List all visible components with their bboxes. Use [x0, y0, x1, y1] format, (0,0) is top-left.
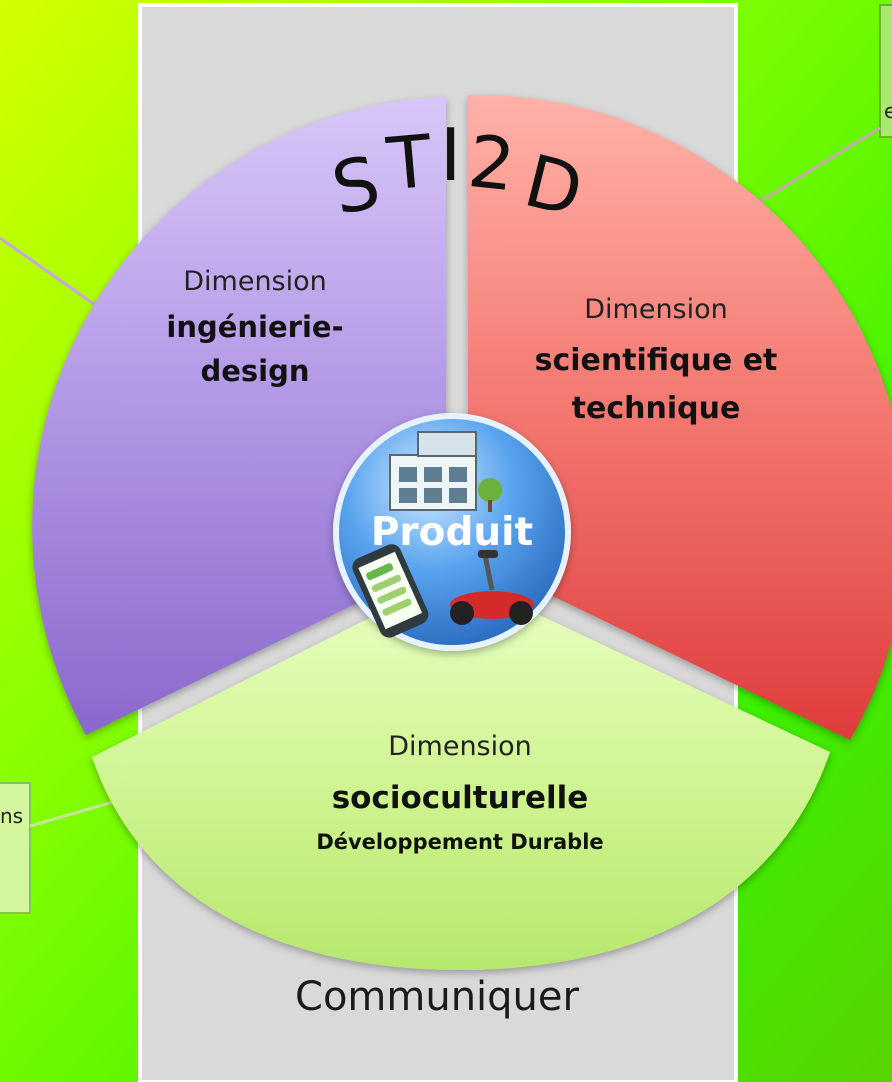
- sector-scientific: [468, 94, 892, 740]
- scientific-line2: scientifique et: [535, 343, 778, 378]
- sociocultural-line2: socioculturelle: [332, 780, 589, 816]
- engineering-line3: design: [200, 354, 309, 388]
- product-label: Produit: [371, 510, 533, 555]
- engineering-line1: Dimension: [183, 266, 327, 297]
- title-char: 2: [464, 119, 518, 207]
- footer-label: Communiquer: [295, 974, 580, 1020]
- building-icon: [389, 431, 502, 512]
- smartphone-icon: [352, 544, 429, 638]
- scientific-line1: Dimension: [584, 294, 728, 325]
- callout-box-bottom-left: [0, 782, 31, 914]
- product-hub: Produit: [333, 413, 571, 651]
- sociocultural-line1: Dimension: [388, 731, 532, 762]
- scientific-line3: technique: [572, 391, 741, 426]
- callout-text-top-right: e: [884, 99, 892, 123]
- sociocultural-line3: Développement Durable: [316, 830, 603, 854]
- title-char: T: [383, 119, 436, 207]
- title-char: I: [440, 113, 461, 197]
- sector-sociocultural: [92, 575, 830, 970]
- callout-box-top-right: [879, 4, 892, 138]
- callout-text-bottom-left: ns: [0, 804, 23, 828]
- engineering-line2: ingénierie-: [166, 310, 343, 344]
- scooter-icon: [450, 550, 534, 625]
